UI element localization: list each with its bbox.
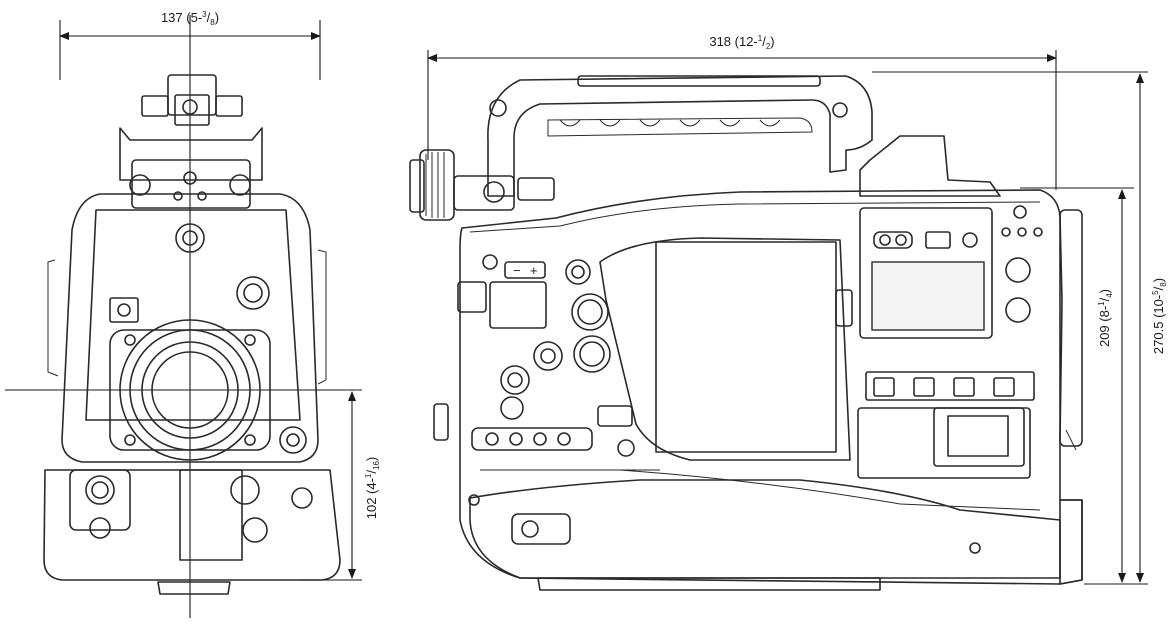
side-button-row: [471, 427, 635, 457]
side-control-panel: [859, 205, 1043, 401]
side-top-block: [859, 135, 1001, 197]
side-view: − +: [409, 34, 1168, 591]
side-viewfinder-eyepiece: [409, 149, 555, 221]
side-shoulder-pad: [469, 479, 1061, 579]
side-card-door: [857, 407, 1031, 479]
side-rear-battery: [1059, 209, 1083, 447]
svg-text:+: +: [530, 263, 538, 278]
side-main-body: [459, 189, 1083, 585]
front-view: 137 (5-3/8) 102 (4-1/16): [5, 10, 381, 618]
side-handle: [487, 75, 873, 197]
front-main-body: [61, 193, 319, 463]
front-lens-mount: [109, 319, 271, 461]
side-lcd-panel: [599, 237, 851, 461]
side-height-total-label: 270.5 (10-5/8): [1151, 278, 1168, 354]
side-height-mid-label: 209 (8-1/4): [1097, 289, 1114, 347]
side-status-lcd: [871, 261, 985, 331]
front-viewfinder: [141, 74, 243, 126]
front-height-label: 102 (4-1/16): [364, 457, 381, 520]
front-width-label: 137 (5-3/8): [161, 10, 219, 27]
svg-text:−: −: [513, 263, 521, 278]
front-handle-block: [119, 127, 263, 181]
side-length-label: 318 (12-1/2): [709, 34, 774, 51]
front-base: [43, 469, 341, 581]
side-front-controls: − +: [433, 254, 633, 441]
